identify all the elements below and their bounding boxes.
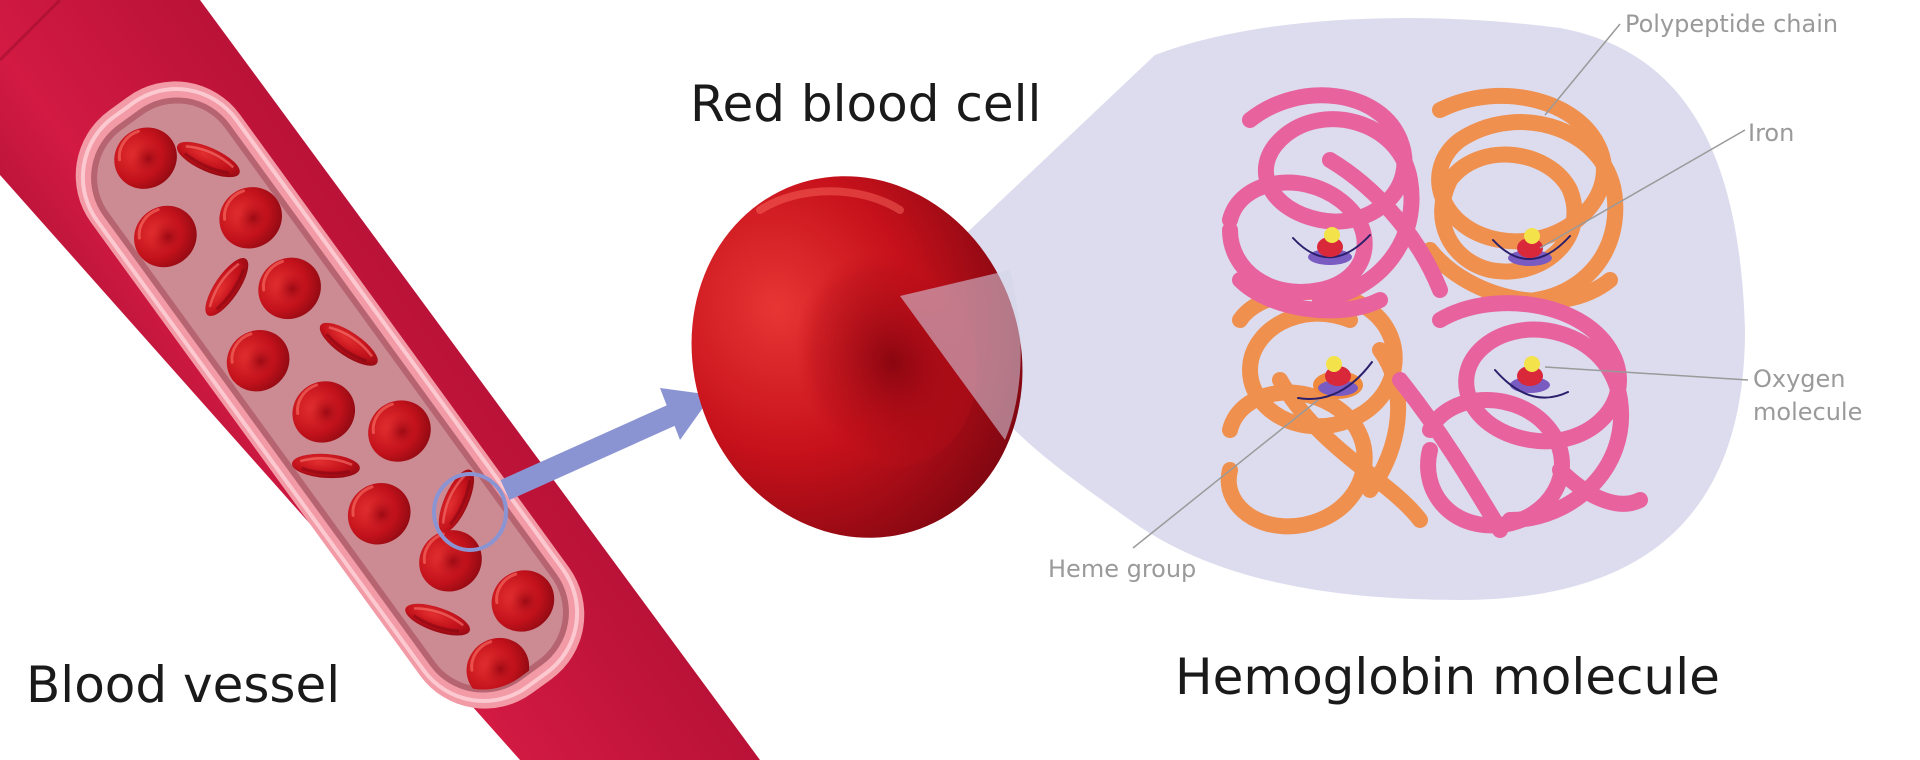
heme-group bbox=[1292, 227, 1371, 265]
polypeptide-chain-pink-top-left bbox=[1222, 87, 1448, 319]
label-heme-group: Heme group bbox=[1048, 555, 1197, 583]
leader-lines bbox=[1132, 23, 1749, 549]
title-red-blood-cell: Red blood cell bbox=[690, 75, 1042, 133]
label-oxygen-molecule: Oxygen molecule bbox=[1753, 363, 1862, 429]
iron bbox=[1517, 238, 1543, 258]
oxygen-molecule bbox=[1324, 227, 1340, 243]
oxygen-molecule bbox=[1524, 228, 1540, 244]
heme-group bbox=[1494, 356, 1569, 399]
label-oxygen-line2: molecule bbox=[1753, 398, 1863, 426]
title-hemoglobin-molecule: Hemoglobin molecule bbox=[1175, 648, 1720, 706]
oxygen-molecule bbox=[1524, 356, 1540, 372]
label-iron: Iron bbox=[1748, 119, 1795, 147]
leader-iron bbox=[1539, 129, 1746, 249]
highlight-circle bbox=[432, 472, 508, 552]
label-polypeptide-chain: Polypeptide chain bbox=[1625, 10, 1839, 38]
title-blood-vessel: Blood vessel bbox=[26, 656, 341, 714]
oxygen-molecule bbox=[1326, 356, 1342, 372]
blood-vessel bbox=[0, 0, 760, 760]
hemoglobin-molecule bbox=[1220, 87, 1648, 538]
leader-heme bbox=[1132, 399, 1319, 549]
heme-group bbox=[1492, 228, 1571, 266]
leader-oxygen bbox=[1544, 366, 1749, 381]
leader-polypeptide bbox=[1544, 23, 1621, 116]
label-oxygen-line1: Oxygen bbox=[1753, 365, 1846, 393]
polypeptide-chain-pink-bottom-right bbox=[1392, 295, 1648, 538]
red-blood-cells-group bbox=[100, 113, 568, 714]
heme-group bbox=[1297, 356, 1373, 400]
zoom-arrow bbox=[500, 388, 712, 501]
red-blood-cell-large bbox=[691, 176, 1023, 538]
